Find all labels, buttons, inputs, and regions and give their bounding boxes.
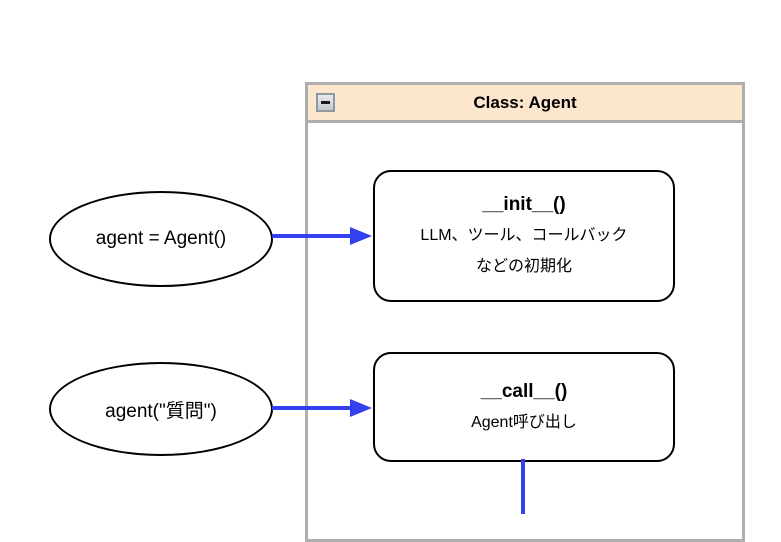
node-agent-constructor-call[interactable]: agent = Agent(): [49, 191, 273, 287]
edge-call-downward: [521, 459, 525, 514]
class-agent-group: Class: Agent: [305, 82, 745, 542]
arrowhead-icon: [350, 227, 372, 245]
node-label: agent("質問"): [105, 400, 217, 422]
edge-constructor-to-init: [272, 234, 352, 238]
node-init-method[interactable]: __init__() LLM、ツール、コールバック などの初期化: [373, 170, 675, 302]
method-title: __init__(): [482, 194, 566, 215]
node-call-method[interactable]: __call__() Agent呼び出し: [373, 352, 675, 462]
edge-invoke-to-call: [272, 406, 352, 410]
minus-icon: [321, 101, 330, 104]
method-description-line: Agent呼び出し: [471, 413, 577, 431]
node-label: agent = Agent(): [95, 228, 227, 249]
method-title: __call__(): [480, 380, 568, 402]
method-description-line: などの初期化: [475, 258, 572, 275]
node-agent-invoke-call[interactable]: agent("質問"): [49, 362, 273, 456]
method-description-line: LLM、ツール、コールバック: [420, 227, 628, 244]
collapse-button[interactable]: [316, 93, 335, 112]
class-agent-group-header: Class: Agent: [308, 85, 742, 123]
arrowhead-icon: [350, 399, 372, 417]
group-title: Class: Agent: [473, 93, 577, 112]
